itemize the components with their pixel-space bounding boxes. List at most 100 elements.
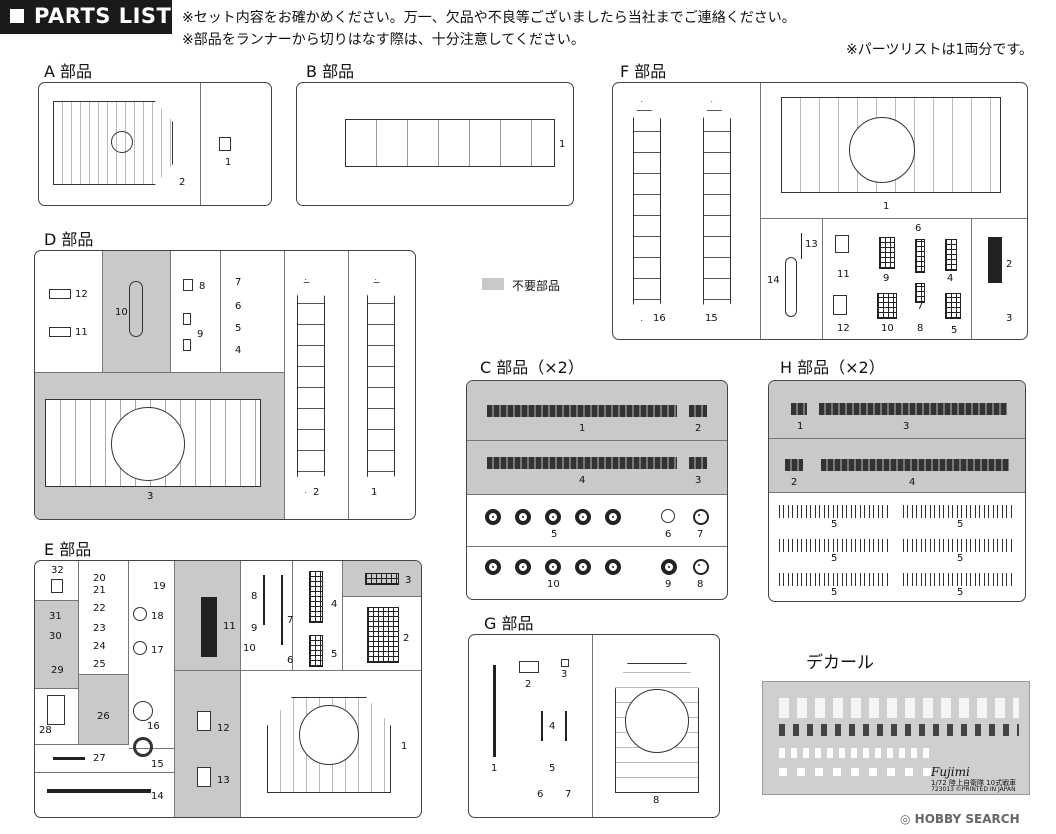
- section-g-title: G 部品: [484, 614, 534, 633]
- part-number: 6: [537, 789, 544, 800]
- part-number: 1: [401, 741, 408, 752]
- box-part: [833, 295, 847, 315]
- runner-c-row-3: 5 6 7: [467, 495, 727, 547]
- part-number: 14: [151, 791, 164, 802]
- box-part: [51, 579, 63, 593]
- part-number: 29: [51, 665, 64, 676]
- part-number: 23: [93, 623, 106, 634]
- hull-upper-part: [345, 119, 555, 167]
- part-number: 4: [579, 475, 586, 486]
- part-number: 4: [331, 599, 338, 610]
- decal-markings-row-3: [779, 748, 929, 758]
- grille-part: [309, 635, 323, 667]
- part-number: 4: [909, 477, 916, 488]
- runner-e-cell-grilles: 4 5: [293, 561, 343, 671]
- runner-f: 16 15 1 13 14 11 9 6 4 2 3 12 10 7 8 5: [612, 82, 1028, 340]
- sight-part: [519, 661, 539, 673]
- part-number: 10: [115, 307, 128, 318]
- part-number: 5: [831, 587, 838, 598]
- grille-part: [309, 571, 323, 623]
- runner-d-cell-skirt-2: 2: [285, 251, 349, 519]
- road-wheel-part: [515, 509, 531, 525]
- part-number: 25: [93, 659, 106, 670]
- plate-part: [201, 597, 217, 657]
- part-number: 12: [217, 723, 230, 734]
- part-number: 28: [39, 725, 52, 736]
- track-link-strip: [487, 457, 677, 469]
- road-wheel-part: [545, 509, 561, 525]
- section-a-title: A 部品: [44, 62, 93, 81]
- bracket-part: [47, 695, 65, 725]
- part-number: 9: [251, 623, 258, 634]
- part-number: 5: [549, 763, 556, 774]
- runner-h-pads: 5 5 5 5 5 5: [769, 493, 1025, 601]
- grille-part: [877, 293, 897, 319]
- bracket-part: [183, 313, 191, 325]
- ladder-part: [915, 239, 925, 273]
- part-number: 1: [225, 157, 232, 168]
- runner-a: 2 1: [38, 82, 272, 206]
- runner-a-cell-hull: 2: [39, 83, 201, 205]
- runner-e-cell-hatches: 19 18 17 16: [129, 561, 175, 757]
- box-part: [835, 235, 849, 253]
- decal-copyright: 723013 ©PRINTED IN JAPAN: [931, 786, 1016, 793]
- part-number: 5: [831, 519, 838, 530]
- track-link-strip: [487, 405, 677, 417]
- small-plate-part: [49, 289, 71, 299]
- runner-f-cell-antenna: 13 14: [761, 219, 823, 339]
- track-link-short: [689, 457, 707, 469]
- part-number: 13: [805, 239, 818, 250]
- runner-e-cell-small-parts: 20 21 22 23 24 25: [79, 561, 129, 675]
- small-plate-part: [49, 327, 71, 337]
- part-number: 7: [565, 789, 572, 800]
- page-title: PARTS LIST: [34, 4, 172, 28]
- road-wheel-part: [545, 559, 561, 575]
- part-number: 5: [951, 325, 958, 336]
- track-pad-strip: [777, 505, 889, 518]
- part-number: 2: [791, 477, 798, 488]
- track-pad-strip: [901, 505, 1013, 518]
- runner-d-cell-hull: 3: [35, 373, 285, 519]
- runner-h-row-2: 2 4: [769, 439, 1025, 493]
- runner-d-cell-unused: 10: [103, 251, 171, 373]
- part-number: 5: [957, 587, 964, 598]
- part-number: 10: [881, 323, 894, 334]
- part-number: 3: [561, 669, 568, 680]
- part-number: 7: [697, 529, 704, 540]
- hull-hatch-ring: [111, 131, 133, 153]
- part-number: 1: [559, 139, 566, 150]
- part-number: 7: [917, 301, 924, 312]
- decal-markings-row-4: [779, 768, 939, 776]
- part-number: 2: [403, 633, 410, 644]
- ladder-part: [915, 283, 925, 303]
- part-number: 3: [903, 421, 910, 432]
- part-number: 8: [251, 591, 258, 602]
- section-h-title: H 部品（×2）: [780, 358, 885, 377]
- idler-part: [661, 509, 675, 523]
- runner-e-cell-antennas: 8 9 10 7 6: [241, 561, 293, 671]
- part-number: 11: [837, 269, 850, 280]
- part-number: 11: [75, 327, 88, 338]
- track-link-strip: [819, 403, 1007, 415]
- road-wheel-part: [605, 509, 621, 525]
- part-number: 4: [947, 273, 954, 284]
- track-pad-strip: [901, 573, 1013, 586]
- antenna-mount-part: [541, 711, 543, 741]
- side-skirt-part: [367, 279, 395, 493]
- decal-sheet: Fujimi 1/72 陸上自衛隊 10式戦車 723013 ©PRINTED …: [762, 681, 1030, 795]
- part-number: 8: [199, 281, 206, 292]
- section-e-title: E 部品: [44, 540, 92, 559]
- part-number: 26: [97, 711, 110, 722]
- hatch-part: [133, 607, 147, 621]
- runner-c-row-2: 4 3: [467, 441, 727, 495]
- hatch-part: [133, 701, 153, 721]
- part-number: 5: [551, 529, 558, 540]
- note-line-2: ※部品をランナーから切りはなす際は、十分注意してください。: [182, 32, 585, 48]
- turret-ring: [849, 117, 915, 183]
- part-number: 2: [313, 487, 320, 498]
- part-number: 16: [653, 313, 666, 324]
- section-f-title: F 部品: [620, 62, 667, 81]
- runner-e-cell-barrel: 14: [35, 773, 175, 817]
- road-wheel-part: [485, 509, 501, 525]
- square-bullet-icon: [10, 9, 24, 23]
